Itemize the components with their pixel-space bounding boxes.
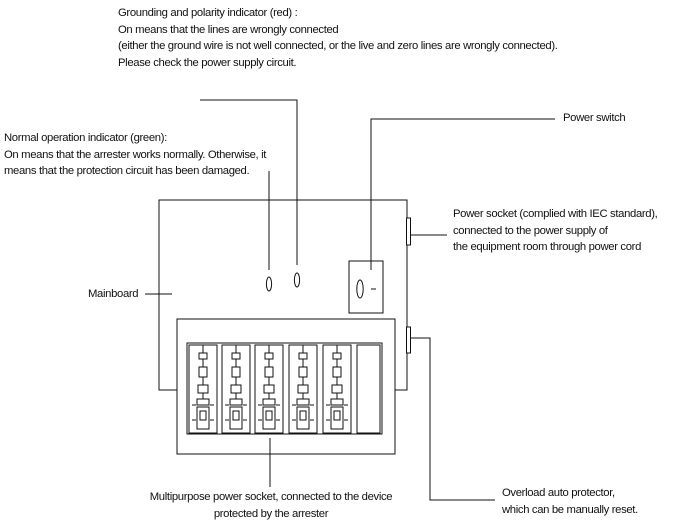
socket-module-3 [254,344,284,434]
power-switch-toggle [356,279,364,299]
normal-indicator-label: Normal operation indicator (green): On m… [4,130,266,180]
mainboard-label: Mainboard [88,288,139,300]
grounding-leader-line [200,99,298,265]
normal-indicator-line2: means that the protection circuit has be… [4,165,250,177]
mainboard-outline [158,199,408,391]
power-socket-line3: the equipment room through power cord [453,241,642,253]
iec-power-socket [406,217,411,246]
normal-indicator-title: Normal operation indicator (green): [4,132,167,144]
power-socket-line1: Power socket (complied with IEC standard… [453,208,658,220]
socket-module-5 [322,344,352,434]
grounding-indicator-title: Grounding and polarity indicator (red) : [118,7,298,19]
grounding-indicator-icon [293,272,301,288]
power-switch-body [348,260,384,314]
power-socket-line2: connected to the power supply of [453,224,608,237]
socket-modules [188,344,381,434]
overload-protector-line1: Overload auto protector, [502,487,615,499]
power-socket-label: Power socket (complied with IEC standard… [453,206,658,256]
grounding-indicator-line1: On means that the lines are wrongly conn… [118,23,339,36]
socket-module-2 [221,344,251,434]
normal-indicator-line1: On means that the arrester works normall… [4,148,267,161]
grounding-indicator-line3: Please check the power supply circuit. [118,56,297,69]
power-switch-label: Power switch [563,112,626,124]
socket-blank-module [356,344,381,434]
grounding-indicator-line2: (either the ground wire is not well conn… [118,40,558,52]
socket-module-1 [188,344,218,434]
overload-protector-icon [406,326,411,354]
overload-protector-line2: which can be manually reset. [502,503,638,516]
multipurpose-socket-label: Multipurpose power socket, connected to … [140,489,402,522]
overload-leader-line [411,337,495,501]
socket-module-4 [288,344,318,434]
multipurpose-socket-line2: protected by the arrester [213,507,329,520]
power-switch-leader-line [370,118,555,270]
overload-protector-label: Overload auto protector, which can be ma… [502,485,638,518]
socket-strip-frame [186,342,383,435]
multipurpose-socket-line1: Multipurpose power socket, connected to … [149,491,393,503]
normal-operation-indicator-icon [265,276,273,292]
multipurpose-socket-panel [176,318,396,455]
grounding-indicator-label: Grounding and polarity indicator (red) :… [118,5,558,71]
